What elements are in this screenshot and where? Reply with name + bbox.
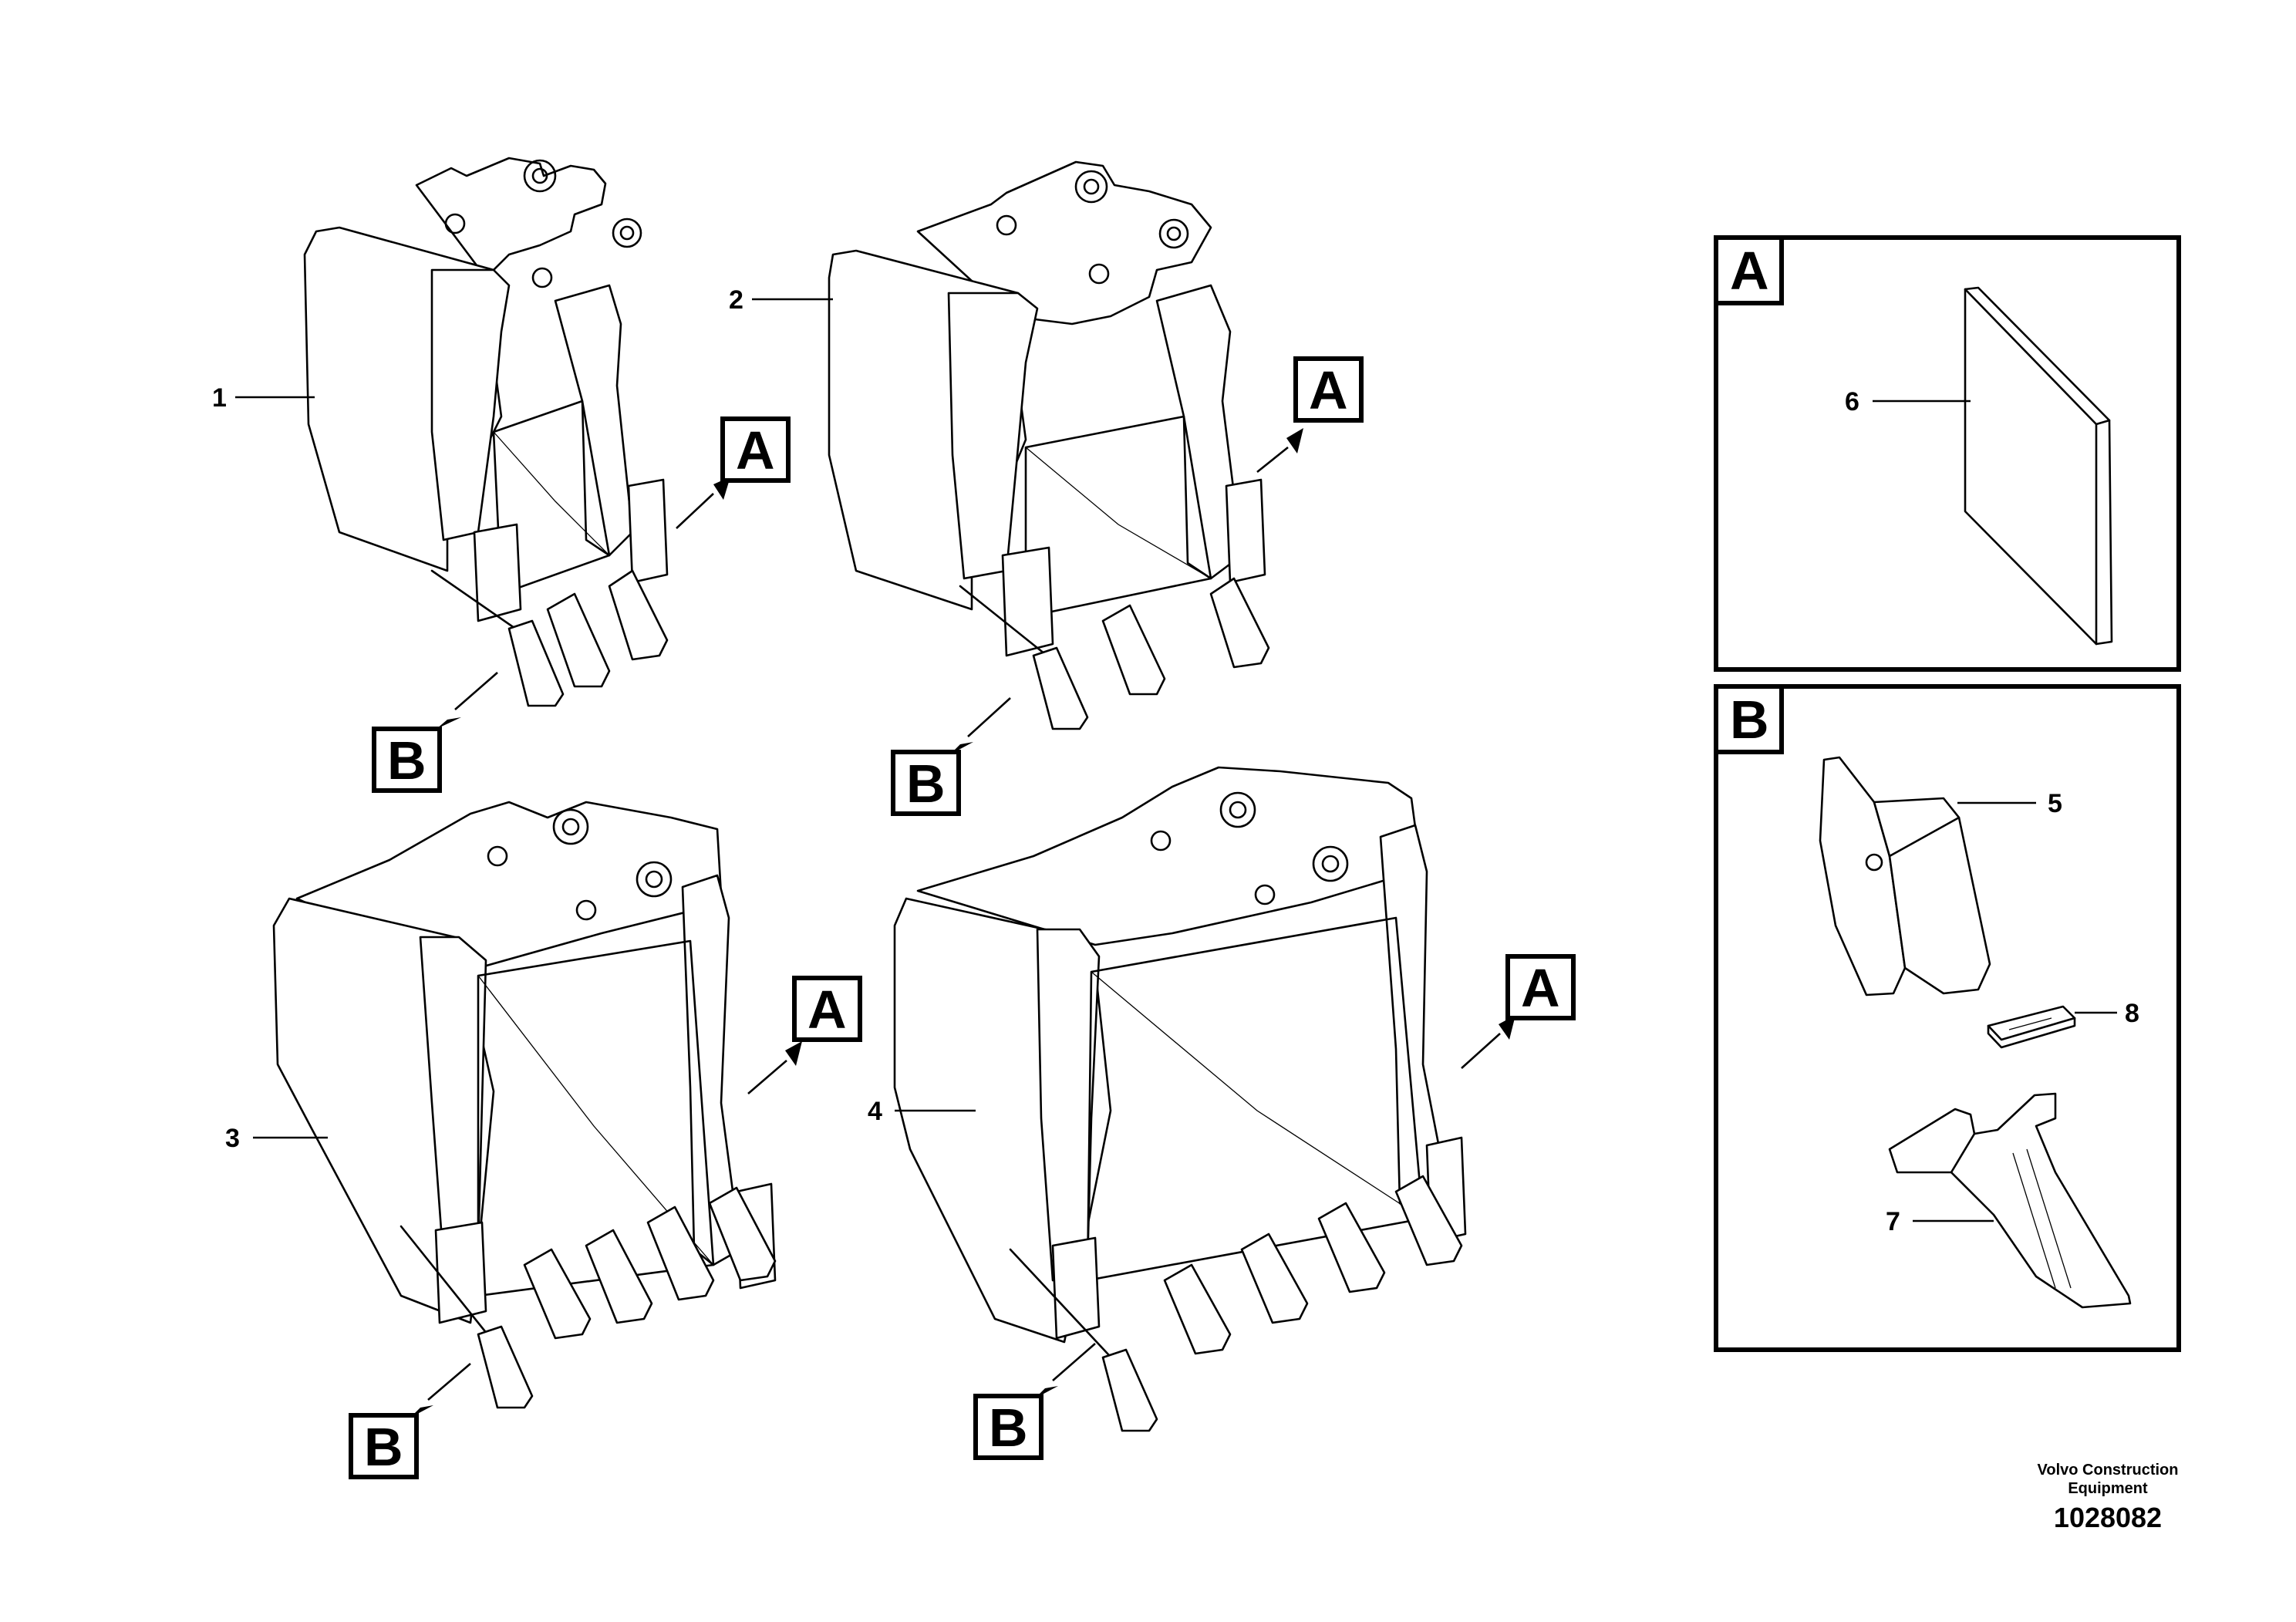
callout-1-number: 1 [212,383,227,413]
tooth-adapter-drawing [1888,1092,2132,1309]
callout-2: 2 [729,285,833,315]
detail-b-ref-3-letter: B [364,1417,403,1477]
detail-a-ref-3-letter: A [807,980,847,1040]
callout-2-number: 2 [729,285,743,315]
wear-plate-drawing [1964,286,2113,646]
bucket-2-drawing [828,160,1270,730]
bucket-1-drawing [303,157,669,707]
detail-b-ref-4: B [973,1343,1096,1460]
callout-3: 3 [225,1124,328,1153]
callout-5-number: 5 [2048,789,2062,818]
callout-6-number: 6 [1845,387,1859,416]
document-number: 1028082 [2054,1502,2162,1533]
detail-panel-b-letter: B [1730,690,1769,750]
retainer-pin-drawing [1987,1005,2076,1049]
detail-panel-a-letter: A [1730,241,1769,301]
detail-b-ref-2: B [891,697,1011,816]
callout-7-number: 7 [1886,1207,1900,1236]
callout-8-number: 8 [2125,999,2139,1028]
callout-3-number: 3 [225,1124,240,1153]
brand-line-1: Volvo Construction [2038,1462,2179,1479]
detail-b-ref-3: B [349,1363,471,1479]
detail-a-ref-1: A [676,416,791,529]
bucket-3-drawing [272,801,777,1409]
detail-a-ref-2-letter: A [1309,360,1348,420]
detail-a-ref-2: A [1256,356,1364,474]
footer: Volvo Construction Equipment 1028082 [2038,1462,2179,1533]
callout-1: 1 [212,383,315,413]
detail-b-ref-1-letter: B [387,730,426,791]
detail-a-ref-4: A [1461,954,1576,1069]
detail-a-ref-1-letter: A [736,420,775,481]
callout-4: 4 [868,1097,976,1126]
tooth-tip-drawing [1819,756,1991,996]
detail-b-ref-4-letter: B [989,1398,1028,1458]
detail-b-ref-1: B [372,672,498,793]
detail-a-ref-3: A [747,976,862,1094]
detail-a-ref-4-letter: A [1521,958,1560,1018]
brand-line-2: Equipment [2068,1480,2148,1497]
detail-panel-a: A 6 [1714,235,2181,672]
detail-b-ref-2-letter: B [906,754,946,814]
bucket-4-drawing [893,766,1467,1432]
callout-4-number: 4 [868,1097,882,1126]
detail-panel-b: B 5 8 7 [1714,684,2181,1352]
